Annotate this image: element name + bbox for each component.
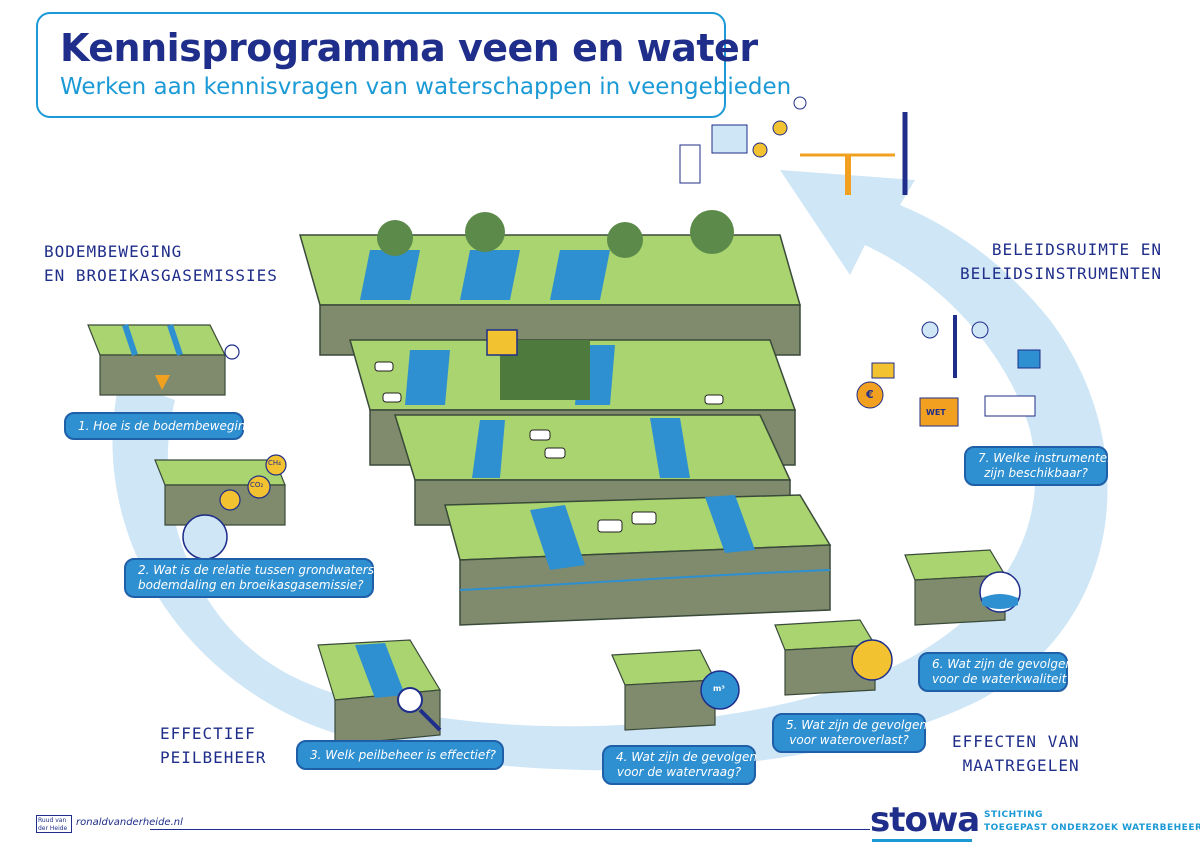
watervraag-block — [611, 649, 740, 731]
artist-logo: Ruud van der Heide — [36, 815, 72, 833]
section-effecten: EFFECTEN VAN MAATREGELEN — [952, 732, 1080, 775]
question-2-grondwaterstand: 2. Wat is de relatie tussen grondwaterst… — [124, 558, 405, 598]
question-1-bodembeweging: 1. Hoe is de bodembeweging? — [64, 412, 259, 440]
page-subtitle: Werken aan kennisvragen van waterschappe… — [60, 74, 792, 100]
artist-url[interactable]: ronaldvanderheide.nl — [76, 817, 183, 828]
ditch-block — [317, 639, 442, 746]
soil-block-1 — [87, 324, 240, 396]
m3-icon: m³ — [713, 684, 725, 693]
title-box: Kennisprogramma veen en water Werken aan… — [36, 12, 791, 118]
question-7-instrumenten: 7. Welke instrumenten zijn beschikbaar? — [964, 446, 1115, 486]
policy-instruments-illustration — [856, 315, 1041, 427]
ch4-icon: CH₄ — [268, 459, 281, 467]
peat-landscape-illustration — [299, 210, 832, 626]
section-beleid: BELEIDSRUIMTE EN BELEIDSINSTRUMENTEN — [960, 240, 1163, 283]
page-title: Kennisprogramma veen en water — [60, 26, 758, 70]
co2-icon: CO₂ — [250, 481, 264, 489]
question-5-wateroverlast: 5. Wat zijn de gevolgen voor wateroverla… — [772, 713, 927, 753]
section-peilbeheer: EFFECTIEF PEILBEHEER — [160, 724, 267, 767]
waterkwaliteit-block — [904, 549, 1021, 626]
question-3-peilbeheer: 3. Welk peilbeheer is effectief? — [296, 740, 504, 770]
question-6-waterkwaliteit: 6. Wat zijn de gevolgen voor de waterkwa… — [918, 652, 1073, 692]
people-illustration — [679, 96, 908, 195]
question-4-watervraag: 4. Wat zijn de gevolgen voor de watervra… — [602, 745, 757, 785]
footer-divider — [150, 829, 870, 830]
euro-icon: € — [866, 388, 874, 401]
soil-block-2 — [154, 454, 287, 560]
stowa-full-name: STICHTING TOEGEPAST ONDERZOEK WATERBEHEE… — [984, 810, 1200, 833]
wateroverlast-block — [774, 619, 893, 696]
wet-book-icon: WET — [926, 408, 946, 417]
stowa-logo: stowa — [870, 800, 980, 840]
section-bodembeweging: BODEMBEWEGING EN BROEIKASGASEMISSIES — [44, 242, 278, 285]
stowa-logo-underline — [872, 839, 972, 842]
